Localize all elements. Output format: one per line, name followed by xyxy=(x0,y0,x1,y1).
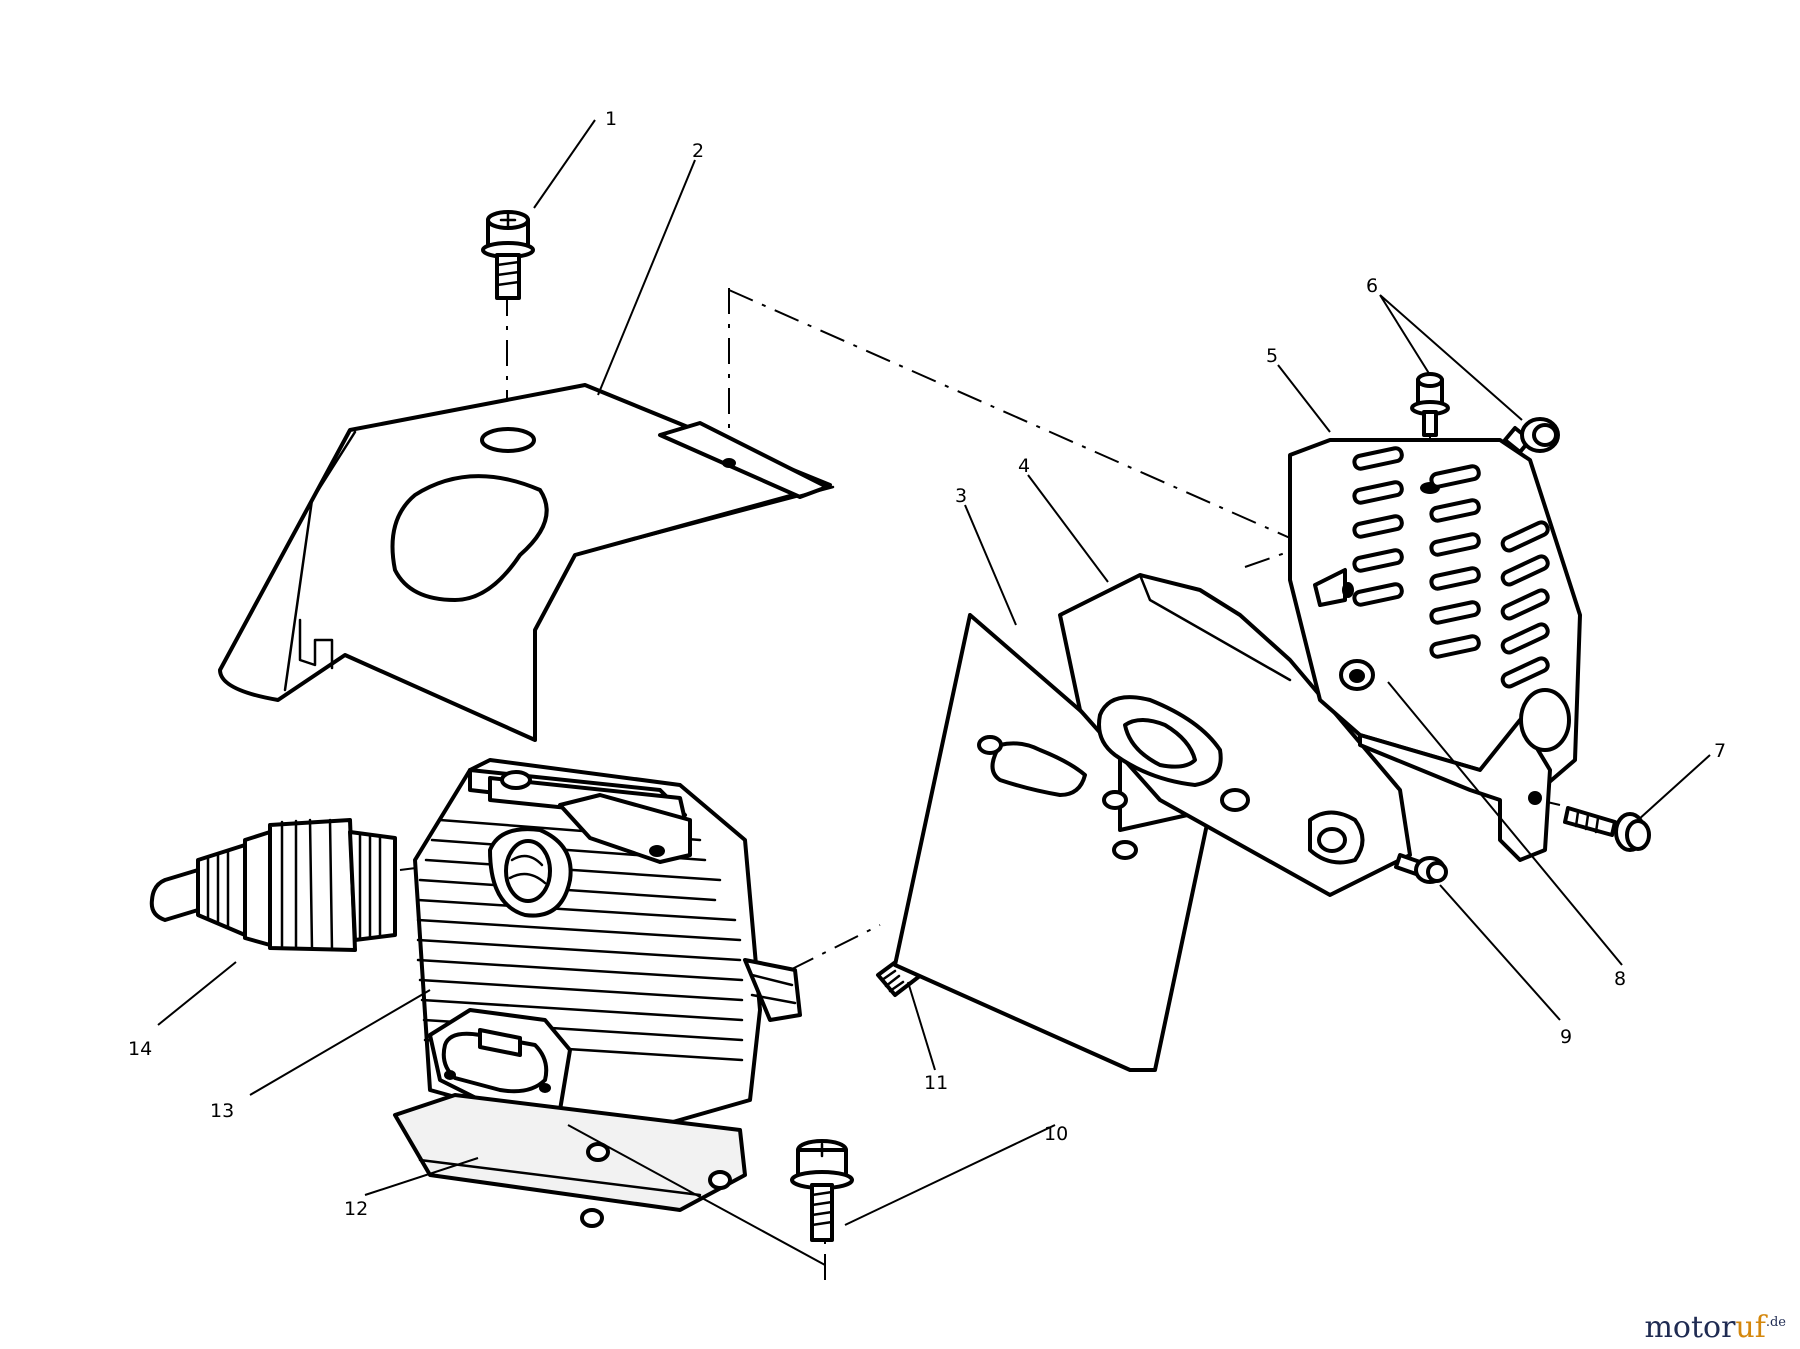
alignment-line-shroud-to-guard xyxy=(728,289,1291,539)
vent-slot xyxy=(1352,480,1404,505)
vent-slot xyxy=(1500,588,1550,621)
vent-slot xyxy=(1429,498,1481,523)
callout-12: 12 xyxy=(344,1198,368,1220)
vent-slot xyxy=(1429,532,1481,557)
shroud-screw xyxy=(481,210,535,300)
vent-slot xyxy=(1429,600,1481,625)
leader-6 xyxy=(1379,294,1523,421)
vent-slot xyxy=(1352,548,1404,573)
watermark-tld: .de xyxy=(1765,1315,1786,1330)
leader-lines xyxy=(157,119,1711,1266)
bracket-screw xyxy=(1563,806,1651,852)
leader-7 xyxy=(1637,754,1711,821)
vent-slot xyxy=(1429,566,1481,591)
leader-5 xyxy=(1277,364,1331,433)
callout-1: 1 xyxy=(605,108,617,130)
leader-2 xyxy=(597,159,696,396)
callout-4: 4 xyxy=(1018,455,1030,477)
leader-9 xyxy=(1439,884,1561,1021)
alignment-line-stud xyxy=(789,924,881,971)
callout-10: 10 xyxy=(1044,1123,1068,1145)
callout-2: 2 xyxy=(692,140,704,162)
muffler-bolt xyxy=(1394,853,1448,884)
leader-14 xyxy=(157,961,237,1026)
callout-14: 14 xyxy=(128,1038,152,1060)
leader-10 xyxy=(844,1124,1056,1226)
callout-9: 9 xyxy=(1560,1026,1572,1048)
muffler xyxy=(1058,573,1412,897)
vent-slot xyxy=(1500,554,1550,587)
watermark-brand-main: motor xyxy=(1644,1310,1736,1345)
callout-5: 5 xyxy=(1266,345,1278,367)
callout-11: 11 xyxy=(924,1072,948,1094)
muffler-guard-vents xyxy=(1352,446,1550,689)
callout-3: 3 xyxy=(955,485,967,507)
alignment-line-guard-tab xyxy=(1244,552,1286,568)
vent-slot xyxy=(1429,634,1481,659)
vent-slot xyxy=(1429,464,1481,489)
leader-13 xyxy=(249,989,431,1096)
vent-slot xyxy=(1500,656,1550,689)
spark-plug xyxy=(149,818,397,952)
guard-screw-side xyxy=(1503,417,1560,454)
cylinder-shroud xyxy=(218,383,835,742)
guard-screw-top xyxy=(1410,372,1450,437)
base-gasket xyxy=(393,1093,747,1228)
vent-slot xyxy=(1352,582,1404,607)
leader-12 xyxy=(364,1157,479,1196)
callout-6: 6 xyxy=(1366,275,1378,297)
callout-13: 13 xyxy=(210,1100,234,1122)
base-bolt xyxy=(790,1139,854,1242)
vent-slot xyxy=(1352,514,1404,539)
leader-8 xyxy=(1387,681,1623,966)
callout-labels: 1 2 3 4 5 6 7 8 9 10 11 12 13 14 xyxy=(128,108,1726,1220)
watermark-brand-accent: uf xyxy=(1735,1310,1766,1345)
leader-3 xyxy=(964,504,1017,626)
callout-7: 7 xyxy=(1714,740,1726,762)
leader-base-bolt-to-gasket xyxy=(567,1124,826,1266)
leader-1 xyxy=(533,119,596,209)
leader-4 xyxy=(1027,474,1109,583)
cylinder xyxy=(413,758,802,1142)
leader-11 xyxy=(907,981,936,1071)
callout-8: 8 xyxy=(1614,968,1626,990)
vent-slot xyxy=(1500,622,1550,655)
watermark-logo: motoruf.de xyxy=(1644,1313,1786,1343)
heat-shield xyxy=(893,613,1212,1072)
vent-slot xyxy=(1500,520,1550,553)
vent-slot xyxy=(1352,446,1404,471)
